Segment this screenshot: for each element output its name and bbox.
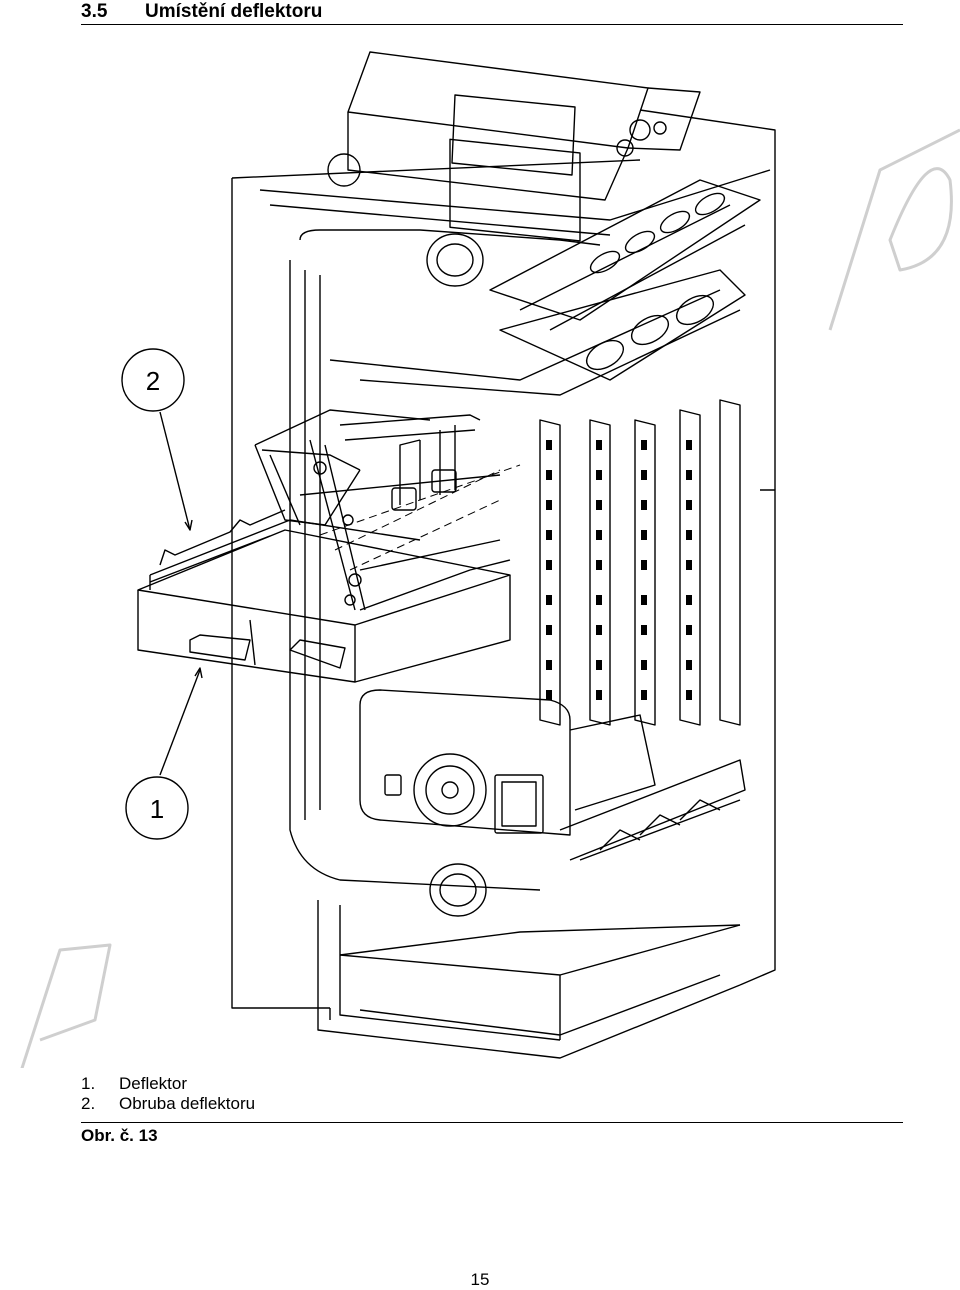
boiler-drawing: 2 1 — [20, 51, 960, 1068]
legend-item-label: Obruba deflektoru — [119, 1094, 256, 1113]
section-title: Umístění deflektoru — [145, 1, 323, 22]
callout-2: 2 — [121, 348, 185, 412]
page-number: 15 — [470, 1270, 490, 1289]
legend-item-label: Deflektor — [119, 1074, 188, 1093]
legend-item: 1. Deflektor — [81, 1074, 381, 1094]
section-heading: 3.5 Umístění deflektoru — [81, 0, 903, 25]
legend-item-index: 1. — [81, 1074, 96, 1093]
caption-divider — [81, 1122, 903, 1123]
figure-legend: 1. Deflektor 2. Obruba deflektoru — [81, 1074, 381, 1114]
section-number: 3.5 — [81, 1, 108, 22]
figure-caption: Obr. č. 13 — [81, 1126, 158, 1145]
watermark-graphic — [20, 128, 960, 1068]
legend-item-index: 2. — [81, 1094, 96, 1113]
legend-item: 2. Obruba deflektoru — [81, 1094, 381, 1114]
callout-1: 1 — [125, 776, 189, 840]
callout-2-label: 2 — [146, 366, 160, 396]
callout-1-label: 1 — [150, 794, 164, 824]
